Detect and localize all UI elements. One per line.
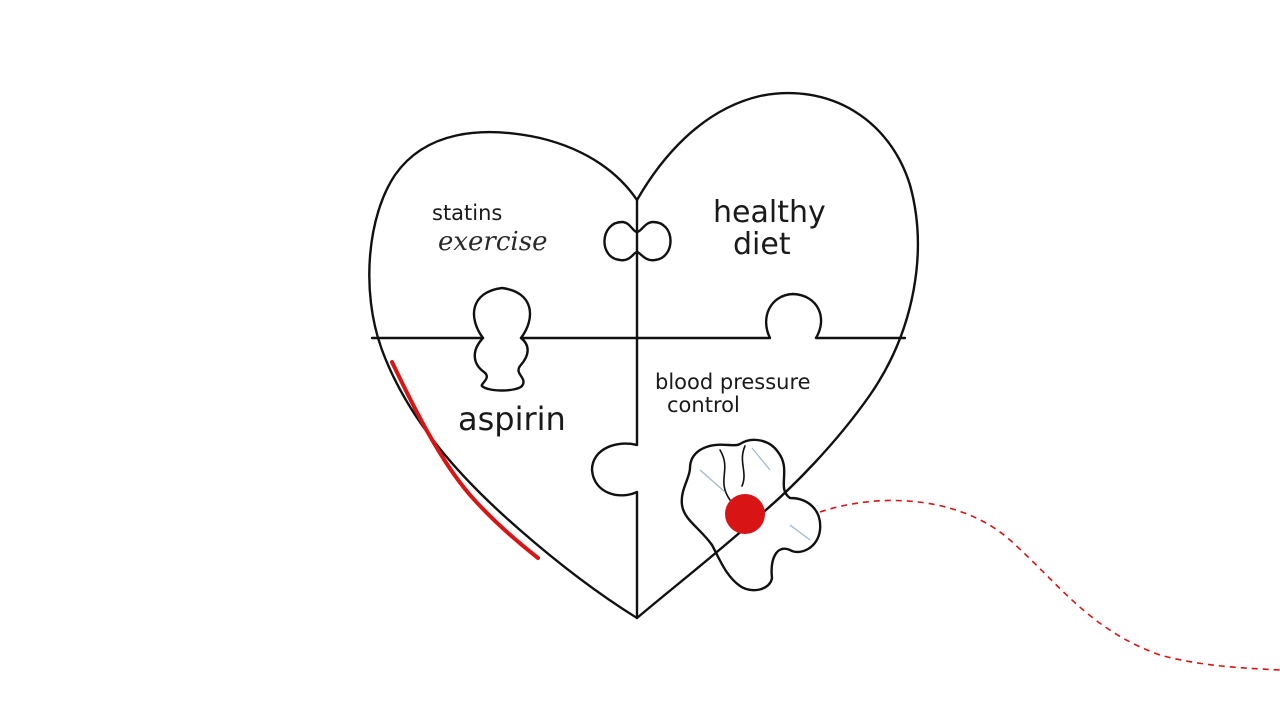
- label-aspirin: aspirin: [458, 400, 566, 438]
- label-control: control: [667, 393, 740, 417]
- red-edge-highlight: [390, 360, 540, 560]
- piece-crack: [719, 445, 746, 501]
- label-statins: statins: [432, 201, 502, 225]
- label-healthy: healthy: [713, 195, 826, 230]
- divider-vertical-bottom: [590, 336, 639, 620]
- detached-puzzle-piece: [680, 438, 822, 592]
- divider-horizontal: [370, 286, 907, 340]
- heart-outline: [368, 91, 919, 620]
- label-exercise: exercise: [438, 227, 547, 257]
- label-blood-pressure: blood pressure: [655, 370, 811, 394]
- dashed-red-trail: [819, 499, 1280, 671]
- puzzle-knob-hourglass: [473, 336, 529, 392]
- red-dot: [725, 494, 765, 534]
- label-diet: diet: [733, 227, 791, 262]
- piece-glint: [699, 447, 811, 541]
- puzzle-knob-top: [603, 220, 672, 262]
